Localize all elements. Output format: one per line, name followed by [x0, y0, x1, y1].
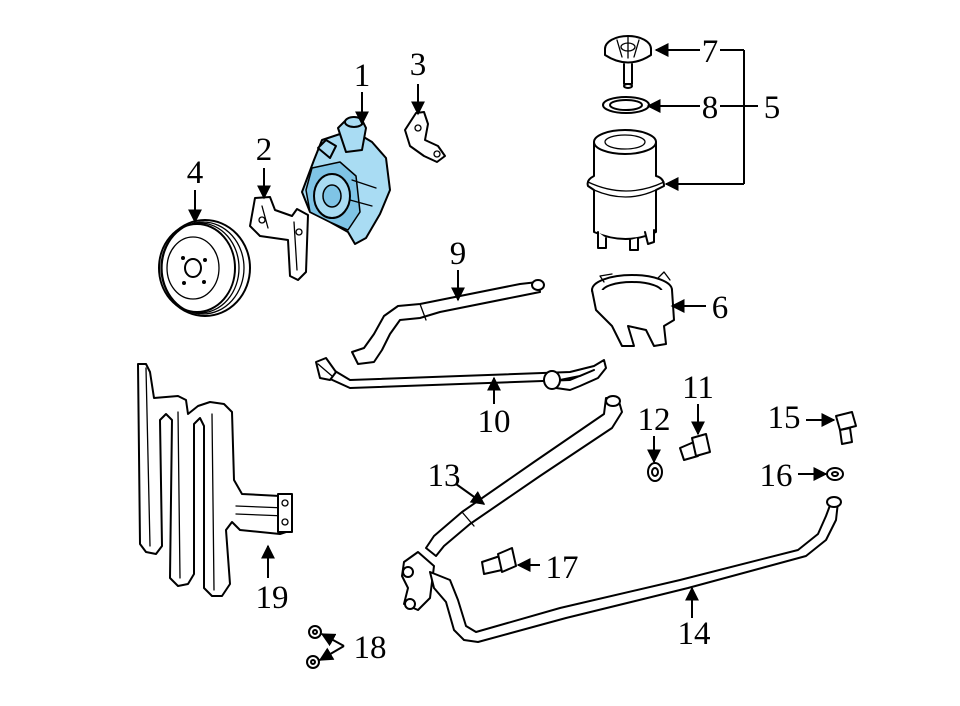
callout-17: 17 — [546, 550, 579, 586]
callout-15: 15 — [768, 400, 801, 436]
callout-1: 1 — [354, 58, 371, 94]
callout-6: 6 — [712, 290, 729, 326]
callout-19: 19 — [256, 580, 289, 616]
callout-13: 13 — [428, 458, 461, 494]
callout-14: 14 — [678, 616, 711, 652]
callout-11: 11 — [682, 370, 714, 406]
pressure-line-part-10 — [315, 357, 607, 391]
seal-ring-part-8 — [602, 96, 650, 114]
callout-5: 5 — [764, 90, 781, 126]
washer-part-12 — [647, 462, 663, 482]
hose-part-9 — [351, 279, 545, 365]
callout-16: 16 — [760, 458, 793, 494]
callout-3: 3 — [410, 47, 427, 83]
washers-part-18 — [306, 625, 322, 669]
callout-2: 2 — [256, 132, 273, 168]
bracket-part-3 — [404, 111, 446, 163]
leader-lines — [188, 43, 836, 661]
bracket-part-2 — [249, 196, 309, 281]
callout-7: 7 — [702, 34, 719, 70]
reservoir-cap-part-7 — [604, 35, 652, 89]
callout-4: 4 — [187, 155, 204, 191]
oil-cooler-part-19 — [137, 363, 293, 597]
callout-8: 8 — [702, 90, 719, 126]
callout-9: 9 — [450, 236, 467, 272]
bolt-part-11 — [679, 433, 711, 461]
callout-12: 12 — [638, 402, 671, 438]
pump-part-1 — [301, 116, 391, 245]
callout-10: 10 — [478, 404, 511, 440]
return-line-part-14 — [401, 496, 842, 643]
bolt-part-15 — [835, 411, 857, 445]
bolt-part-17 — [481, 547, 517, 575]
washer-part-16 — [826, 467, 844, 481]
pulley-part-4 — [158, 219, 251, 317]
reservoir-part-5 — [586, 129, 665, 251]
return-hose-part-13 — [425, 395, 623, 557]
callout-18: 18 — [354, 630, 387, 666]
reservoir-bracket-part-6 — [591, 271, 675, 347]
callout-labels: 1 2 3 4 5 6 7 8 9 10 11 12 13 14 15 16 1… — [187, 34, 801, 666]
